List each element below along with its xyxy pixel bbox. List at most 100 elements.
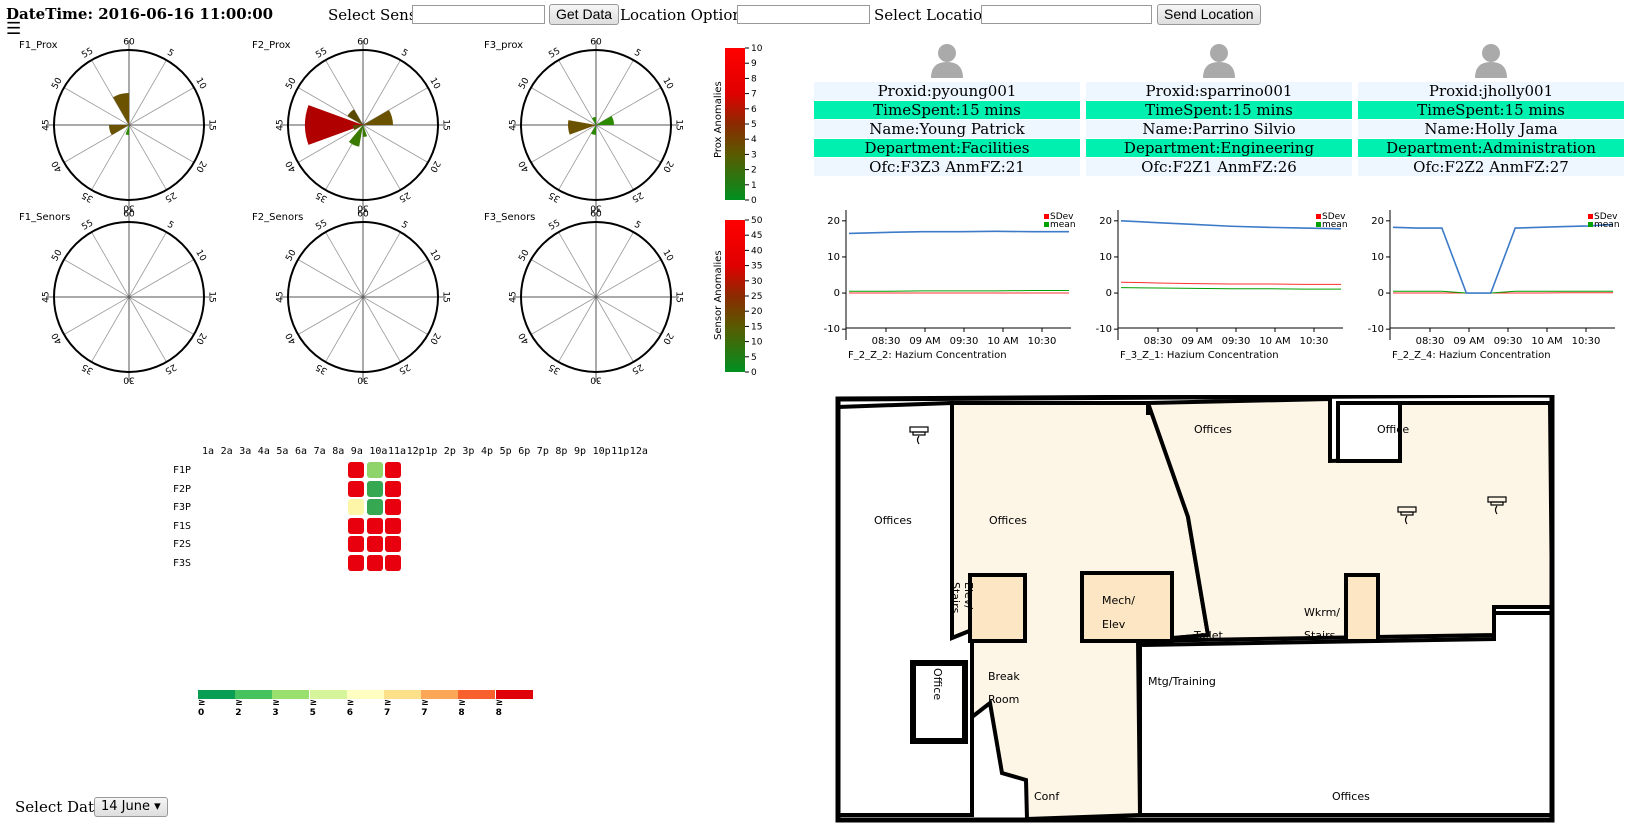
select-location-input[interactable] — [981, 5, 1152, 24]
heatmap-cell[interactable] — [348, 499, 364, 516]
sdev-line — [1120, 281, 1341, 285]
prox-scale-label: 2 — [751, 166, 757, 176]
sensor-scale-label: 45 — [751, 231, 762, 241]
radar-tick-label: 35 — [547, 189, 562, 203]
radar-tick-label: 30 — [357, 375, 369, 385]
heatmap-legend-label: ≥ 8 — [458, 698, 466, 718]
radar-spoke — [128, 231, 167, 298]
heatmap-cell[interactable] — [348, 517, 364, 534]
heatmap-hour-label: 4a — [257, 446, 270, 457]
radar-tick-label: 25 — [163, 361, 178, 375]
heatmap-cell[interactable] — [385, 462, 402, 478]
prox-scale-label: 7 — [751, 90, 757, 100]
heatmap-cell[interactable] — [385, 555, 402, 571]
user-avatar-icon — [1475, 44, 1507, 78]
x-tick-label: 10 AM — [1531, 336, 1562, 347]
radar-spoke — [91, 59, 130, 126]
radar-wedge — [363, 125, 368, 137]
mean-line — [1393, 290, 1613, 294]
person-proxid: Proxid:sparrino001 — [1086, 82, 1352, 100]
heatmap-hour-label: 9a — [350, 446, 363, 457]
radar-wedge — [591, 125, 596, 135]
heatmap-legend-label: ≥ 6 — [346, 698, 355, 718]
fp-wkrm-2: Stairs — [1304, 629, 1336, 642]
smoke-sensor-icon — [1487, 496, 1507, 515]
heatmap-cell[interactable] — [348, 480, 364, 497]
radar-spoke — [128, 124, 167, 191]
radar-title: F3_prox — [484, 40, 524, 51]
radar-tick-label: 35 — [314, 361, 329, 375]
get-data-button[interactable]: Get Data — [549, 4, 620, 25]
heatmap-cell[interactable] — [366, 462, 383, 478]
select-location-label: Select Location: — [874, 6, 997, 24]
radar-tick-label: 55 — [80, 46, 95, 60]
heatmap-hour-label: 12a — [629, 446, 648, 457]
radar-tick-label: 5 — [399, 48, 409, 60]
fp-break-2: Room — [988, 693, 1020, 706]
radar-tick-label: 55 — [314, 46, 329, 60]
person-office: Ofc:F3Z3 AnmFZ:21 — [814, 158, 1080, 176]
heatmap-cell[interactable] — [348, 536, 364, 553]
chart-caption: F_3_Z_1: Hazium Concentration — [1120, 350, 1279, 360]
zone-office-vertical — [910, 660, 968, 744]
date-select[interactable]: 14 June ▾ — [94, 797, 168, 817]
person-proxid: Proxid:pyoung001 — [814, 82, 1080, 100]
select-date-label: Select Date: — [15, 798, 108, 816]
heatmap-hour-label: 6p — [518, 446, 531, 457]
user-avatar-icon — [1203, 44, 1235, 78]
sensor-input[interactable] — [412, 5, 545, 24]
heatmap-cell[interactable] — [366, 555, 383, 571]
heatmap-cell[interactable] — [385, 480, 402, 497]
person-office: Ofc:F2Z2 AnmFZ:27 — [1358, 158, 1624, 176]
radar-spoke — [558, 59, 597, 126]
radar-spoke — [362, 231, 401, 298]
radar-spoke — [63, 259, 130, 298]
legend-sdev-swatch — [1588, 214, 1593, 219]
radar-tick-label: 35 — [80, 361, 95, 375]
heatmap-cell[interactable] — [366, 517, 383, 534]
menu-icon[interactable]: ☰ — [6, 19, 22, 39]
select-sensor-label: Select Sensor — [328, 6, 433, 24]
person-name: Name:Holly Jama — [1358, 120, 1624, 138]
radar-spoke — [297, 87, 364, 126]
anomaly-color-scales: Prox Anomalies Sensor Anomalies 10987654… — [713, 44, 763, 378]
prox-scale-label: 0 — [751, 196, 757, 206]
heatmap-cell[interactable] — [366, 480, 383, 497]
heatmap-hour-label: 2a — [220, 446, 233, 457]
radar-spoke — [595, 59, 634, 126]
fp-offices-mid: Offices — [989, 514, 1027, 527]
zone-mtg-offices — [1138, 611, 1554, 817]
heatmap-hour-label: 1p — [425, 446, 438, 457]
heatmap-cell[interactable] — [385, 536, 402, 553]
legend-sdev-swatch — [1316, 214, 1321, 219]
heatmap-cell[interactable] — [366, 536, 383, 553]
sensor-scale-label: 25 — [751, 292, 762, 302]
heatmap-cell[interactable] — [348, 555, 364, 571]
radar-wedge — [353, 125, 363, 130]
radar-tick-label: 45 — [42, 291, 52, 302]
x-tick-label: 09:30 — [1494, 336, 1523, 347]
fp-toilet: Toilet — [1194, 629, 1223, 642]
location-options-input[interactable] — [737, 5, 870, 24]
send-location-button[interactable]: Send Location — [1157, 4, 1261, 25]
fp-mech-2: Elev — [1102, 618, 1126, 631]
legend-sdev-label: SDev — [1050, 212, 1074, 222]
radar-tick-label: 5 — [399, 220, 409, 232]
heatmap-cell[interactable] — [385, 517, 402, 534]
sensor-scale-label: 30 — [751, 277, 763, 287]
location-options-label: Location Options: — [620, 6, 755, 24]
x-tick-label: 08:30 — [872, 336, 901, 347]
y-tick-label: -10 — [1368, 324, 1384, 335]
heatmap-hour-label: 4p — [481, 446, 494, 457]
heatmap-cell[interactable] — [366, 499, 383, 516]
fp-conf: Conf — [1034, 790, 1060, 803]
heatmap-cell[interactable] — [385, 499, 402, 516]
legend-sdev-label: SDev — [1594, 212, 1618, 222]
heatmap-cell[interactable] — [348, 462, 364, 478]
